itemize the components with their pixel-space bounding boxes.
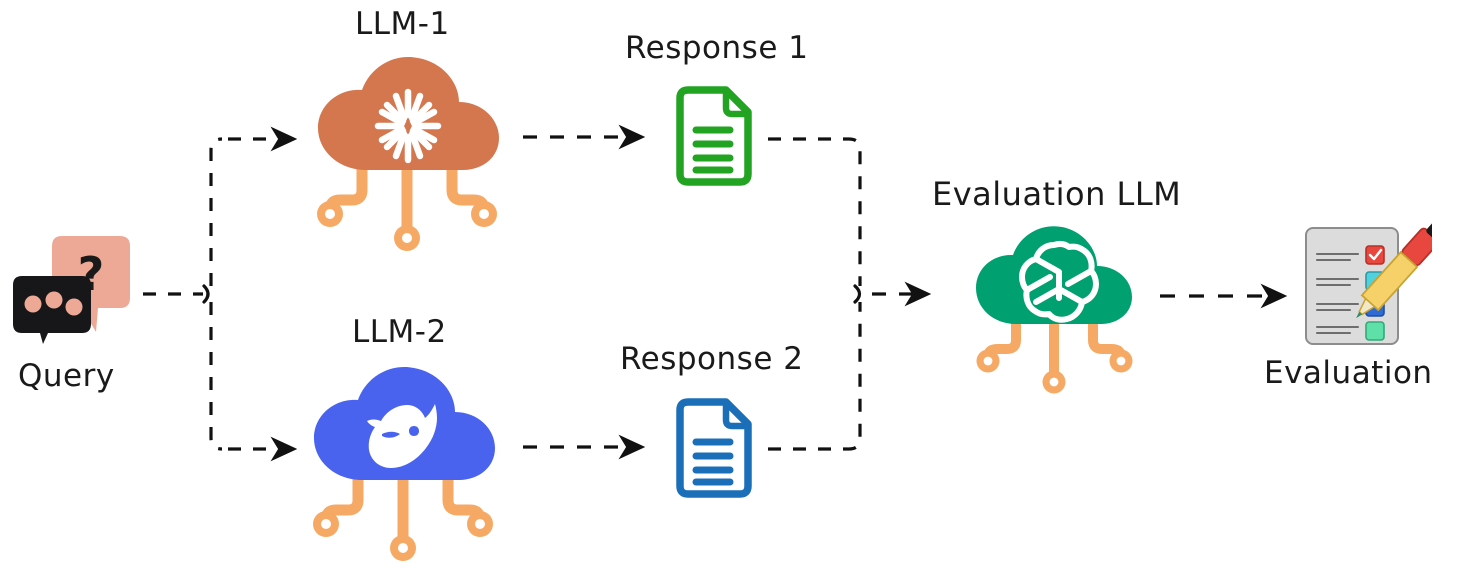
cloud-deepseek-icon (296, 362, 511, 562)
edge-split-trunk (209, 137, 223, 286)
merge-chevron-icon (853, 284, 862, 304)
cloud-openai-icon (950, 220, 1165, 395)
evaluation-label: Evaluation (1264, 355, 1433, 391)
llm-2-label: LLM-2 (352, 314, 447, 350)
response-2-label: Response 2 (620, 341, 804, 377)
evaluation-llm-label: Evaluation LLM (932, 175, 1182, 213)
document-icon-response-2 (676, 398, 754, 498)
response-1-label: Response 1 (625, 30, 809, 66)
clipboard-checklist-pen-icon (1296, 222, 1443, 350)
document-icon-response-1 (676, 86, 754, 186)
edge-split-trunk-lower (209, 302, 223, 451)
edge-response-1-to-merge (768, 137, 862, 286)
speech-bubbles-question-icon: ? (12, 232, 132, 344)
llm-1-label: LLM-1 (355, 6, 450, 42)
split-chevron-icon (202, 284, 210, 304)
query-label: Query (18, 358, 115, 394)
cloud-claude-icon (300, 52, 515, 252)
